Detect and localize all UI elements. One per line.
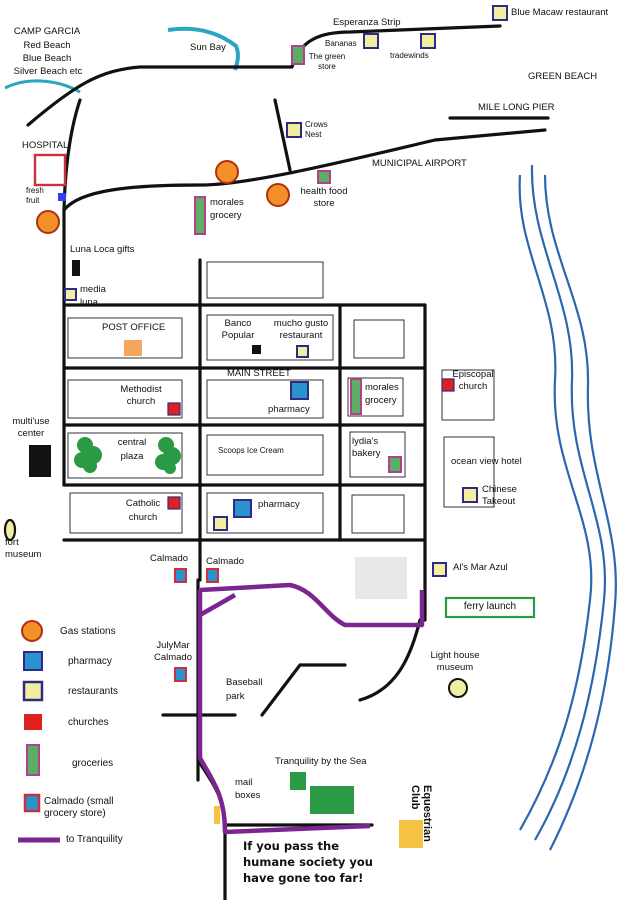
label-green-beach: GREEN BEACH xyxy=(528,71,598,82)
post-office-marker xyxy=(124,340,142,356)
legend-pharmacy-icon xyxy=(23,651,43,671)
mail-boxes-marker xyxy=(214,806,220,824)
label-bananas: Bananas xyxy=(325,39,357,48)
label-tradewinds: tradewinds xyxy=(390,51,429,60)
label-mucho-gusto: mucho gusto restaurant xyxy=(273,318,329,341)
label-post-office: POST OFFICE xyxy=(102,322,166,333)
label-episcopal-church: Episcopal church xyxy=(452,369,494,392)
label-pharmacy-main: pharmacy xyxy=(268,404,310,415)
fresh-fruit-marker xyxy=(58,193,66,201)
coastline-waves xyxy=(518,164,617,851)
legend-grocery-label: groceries xyxy=(72,758,114,769)
equestrian-club-marker xyxy=(399,820,423,848)
legend-church-icon xyxy=(24,714,42,730)
label-fort-museum: fort museum xyxy=(5,537,42,560)
label-municipal-airport: MUNICIPAL AIRPORT xyxy=(372,158,467,169)
legend-restaurant-icon xyxy=(22,680,44,702)
calmado-icons xyxy=(174,568,219,682)
sun-bay-water xyxy=(167,26,240,71)
label-blue-macaw: Blue Macaw restaurant xyxy=(511,7,609,18)
multiuse-center-marker xyxy=(29,445,51,477)
restaurant-icons xyxy=(64,5,508,577)
legend-calmado-label: Calmado (small grocery store) xyxy=(44,796,114,819)
label-multiuse-center: multi'use center xyxy=(12,416,50,439)
tranquility-building-small xyxy=(290,772,306,790)
legend-pharmacy-label: pharmacy xyxy=(68,656,112,667)
legend-church-label: churches xyxy=(68,717,109,728)
label-methodist-church: Methodist church xyxy=(120,384,162,407)
label-red-beach: Red Beach xyxy=(23,40,71,51)
legend-icons xyxy=(18,620,60,843)
legend-restaurant-label: restaurants xyxy=(68,686,119,697)
label-crows-nest: Crows Nest xyxy=(305,120,328,139)
tranquility-building-large xyxy=(310,786,354,814)
label-silver-beach: Silver Beach etc xyxy=(13,66,83,77)
label-chinese-takeout: Chinese Takeout xyxy=(482,484,517,507)
label-central-plaza: central plaza xyxy=(117,437,147,462)
label-tranquility: Tranquility by the Sea xyxy=(275,756,367,767)
label-mail-boxes: mail boxes xyxy=(235,777,261,801)
legend-grocery-icon xyxy=(26,744,40,776)
label-equestrian-club: Equestrian Club xyxy=(409,785,433,842)
label-ferry-launch: ferry launch xyxy=(463,601,517,612)
grocery-icons xyxy=(194,45,402,473)
pharmacy-icons xyxy=(233,381,309,518)
label-lydias-bakery: lydia's bakery xyxy=(352,436,381,459)
label-media-luna: media luna xyxy=(80,284,106,308)
label-ocean-view-hotel: ocean view hotel xyxy=(451,456,522,467)
label-esperanza-strip: Esperanza Strip xyxy=(333,17,401,28)
label-fresh-fruit: fresh fruit xyxy=(26,186,44,205)
label-catholic-church: Catholic church xyxy=(125,498,161,523)
empty-lot xyxy=(355,557,407,599)
label-morales-grocery-main: morales grocery xyxy=(365,382,399,406)
label-lighthouse-museum: Light house museum xyxy=(430,650,480,673)
label-calmado-west: Calmado xyxy=(150,553,189,564)
label-baseball-park: Baseball park xyxy=(226,677,263,702)
lighthouse-museum-icon xyxy=(448,678,468,698)
church-icons xyxy=(167,378,455,510)
label-camp-garcia: CAMP GARCIA xyxy=(13,26,81,37)
label-sun-bay: Sun Bay xyxy=(190,42,226,53)
luna-loca-marker xyxy=(72,260,80,276)
fort-museum-icon xyxy=(3,518,17,542)
label-main-street: MAIN STREET xyxy=(227,368,291,379)
label-julymar-calmado: JulyMar Calmado xyxy=(153,640,193,663)
label-banco-popular: Banco Popular xyxy=(221,318,255,341)
label-calmado-east: Calmado xyxy=(206,556,245,567)
label-als-mar-azul: Al's Mar Azul xyxy=(453,562,508,573)
ferry-launch-box xyxy=(444,596,536,619)
label-blue-beach: Blue Beach xyxy=(22,53,72,64)
hospital-icon xyxy=(33,153,67,187)
label-mile-long-pier: MILE LONG PIER xyxy=(478,102,555,113)
label-luna-loca: Luna Loca gifts xyxy=(70,244,135,255)
humane-society-note: If you pass the humane society you have … xyxy=(243,839,373,885)
label-the-green-store: The green store xyxy=(308,52,346,71)
gas-station-icons xyxy=(36,160,290,234)
label-morales-grocery-top: morales grocery xyxy=(210,197,244,221)
legend-route-label: to Tranquility xyxy=(66,834,123,845)
label-hospital: HOSPITAL xyxy=(22,140,69,151)
label-pharmacy-south: pharmacy xyxy=(258,499,300,510)
label-scoops: Scoops Ice Cream xyxy=(218,446,284,455)
river-bay xyxy=(4,79,81,94)
banco-popular-marker xyxy=(252,345,261,354)
legend-gas-icon xyxy=(21,620,43,642)
legend-gas-label: Gas stations xyxy=(60,626,116,637)
label-health-food-store: health food store xyxy=(300,186,348,209)
plaza-trees xyxy=(74,437,181,474)
legend-calmado-icon xyxy=(23,793,41,813)
route-to-tranquility xyxy=(197,582,425,835)
